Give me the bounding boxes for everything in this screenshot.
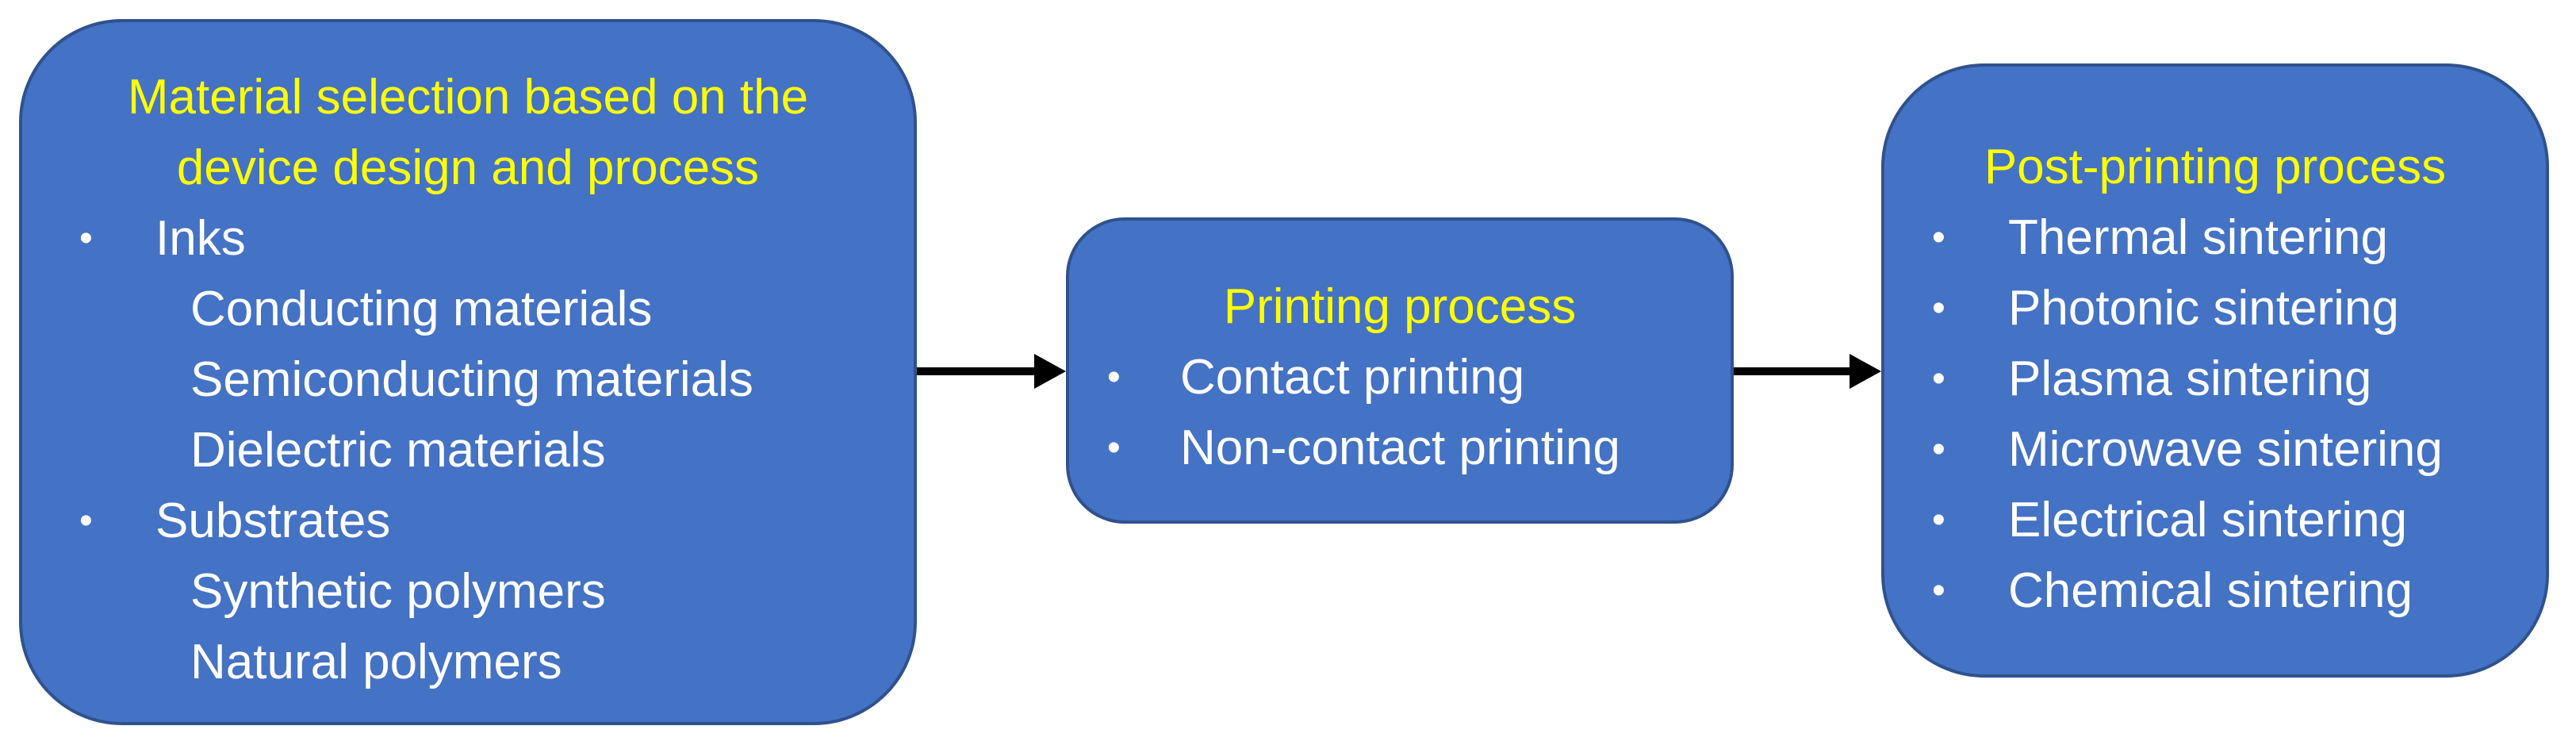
list-item-label: Microwave sintering bbox=[2008, 422, 2443, 477]
list-item-label: Thermal sintering bbox=[2008, 210, 2388, 265]
list-subitem-label: Dielectric materials bbox=[190, 423, 606, 478]
list-subitem-label: Semiconducting materials bbox=[190, 352, 753, 407]
arrow-material-to-printing bbox=[917, 354, 1066, 389]
list-item-thermal: • Thermal sintering bbox=[1932, 202, 2530, 273]
printing-process-title: Printing process bbox=[1223, 279, 1577, 334]
list-item-inks: • Inks bbox=[79, 203, 898, 274]
bullet-icon: • bbox=[1107, 427, 1121, 469]
list-subitem-conducting: Conducting materials bbox=[79, 274, 898, 344]
list-item-label: Electrical sintering bbox=[2008, 493, 2408, 547]
list-subitem-natural: Natural polymers bbox=[79, 627, 898, 697]
list-item-electrical: • Electrical sintering bbox=[1932, 485, 2530, 555]
arrow-head-icon bbox=[1850, 354, 1881, 389]
list-item-label: Non-contact printing bbox=[1180, 421, 1620, 475]
bullet-icon: • bbox=[1932, 287, 1945, 329]
bullet-icon: • bbox=[1932, 499, 1945, 541]
list-item-chemical: • Chemical sintering bbox=[1932, 555, 2530, 626]
list-item-label: Substrates bbox=[155, 493, 391, 548]
material-selection-box: Material selection based on the device d… bbox=[19, 19, 917, 725]
list-item-photonic: • Photonic sintering bbox=[1932, 273, 2530, 344]
bullet-icon: • bbox=[79, 217, 93, 259]
printing-process-list: • Contact printing • Non-contact printin… bbox=[1107, 342, 1715, 483]
post-printing-process-box: Post-printing process • Thermal sinterin… bbox=[1881, 63, 2549, 678]
bullet-icon: • bbox=[1107, 356, 1121, 398]
list-item-label: Contact printing bbox=[1180, 350, 1525, 405]
bullet-icon: • bbox=[79, 500, 93, 542]
bullet-icon: • bbox=[1932, 570, 1945, 612]
list-item-label: Chemical sintering bbox=[2008, 563, 2413, 618]
post-printing-process-list: • Thermal sintering • Photonic sintering… bbox=[1932, 202, 2530, 626]
list-item-non-contact: • Non-contact printing bbox=[1107, 413, 1715, 483]
list-item-plasma: • Plasma sintering bbox=[1932, 344, 2530, 414]
list-subitem-synthetic: Synthetic polymers bbox=[79, 556, 898, 627]
list-item-label: Photonic sintering bbox=[2008, 281, 2399, 336]
list-subitem-label: Natural polymers bbox=[190, 635, 562, 689]
list-subitem-label: Synthetic polymers bbox=[190, 564, 606, 619]
list-item-substrates: • Substrates bbox=[79, 486, 898, 556]
list-subitem-label: Conducting materials bbox=[190, 282, 653, 336]
list-item-label: Plasma sintering bbox=[2008, 351, 2372, 406]
bullet-icon: • bbox=[1932, 217, 1945, 259]
material-selection-title: Material selection based on the device d… bbox=[127, 70, 809, 195]
bullet-icon: • bbox=[1932, 428, 1945, 470]
arrow-printing-to-post bbox=[1734, 354, 1881, 389]
list-item-contact: • Contact printing bbox=[1107, 342, 1715, 413]
bullet-icon: • bbox=[1932, 358, 1945, 400]
arrow-head-icon bbox=[1034, 354, 1066, 389]
list-subitem-semiconducting: Semiconducting materials bbox=[79, 344, 898, 415]
material-selection-list: • Inks Conducting materials Semiconducti… bbox=[79, 203, 898, 697]
post-printing-process-title: Post-printing process bbox=[1984, 140, 2447, 194]
list-subitem-dielectric: Dielectric materials bbox=[79, 415, 898, 486]
list-item-microwave: • Microwave sintering bbox=[1932, 414, 2530, 485]
list-item-label: Inks bbox=[155, 211, 246, 266]
printing-process-box: Printing process • Contact printing • No… bbox=[1066, 217, 1734, 524]
